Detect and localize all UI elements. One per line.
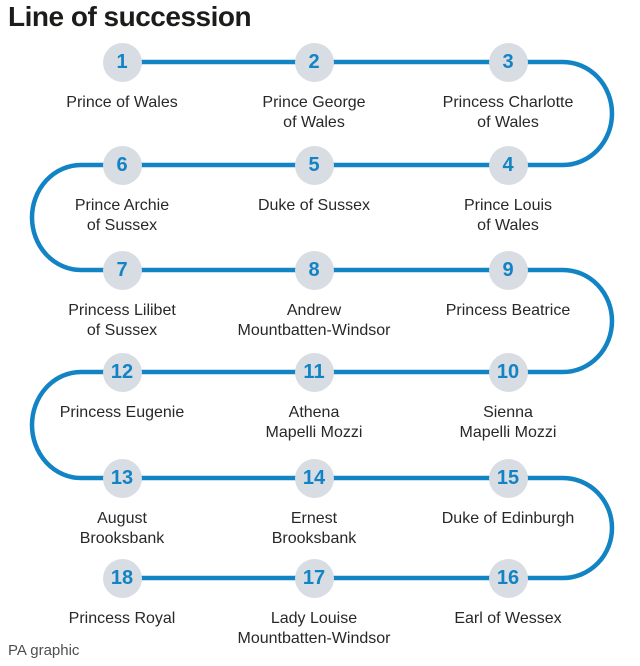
succession-node-circle: 6 [102,145,142,185]
succession-node-name: Princess Royal [68,610,176,627]
succession-node-name: Princess Beatrice [445,302,571,319]
succession-node-circle: 1 [102,42,142,82]
source-credit: PA graphic [8,642,80,659]
succession-node-name: Duke of Edinburgh [441,510,575,527]
succession-node-circle: 15 [488,458,528,498]
succession-node-circle: 16 [488,558,528,598]
succession-node-circle: 10 [488,352,528,392]
succession-node-circle: 7 [102,250,142,290]
succession-node-circle: 8 [294,250,334,290]
succession-node-circle: 11 [294,352,334,392]
succession-node-circle: 13 [102,458,142,498]
succession-node-circle: 2 [294,42,334,82]
succession-node-name: Prince of Wales [66,94,178,111]
succession-node-name: Earl of Wessex [454,610,562,627]
succession-node-circle: 18 [102,558,142,598]
succession-node-circle: 14 [294,458,334,498]
page-title: Line of succession [8,1,252,32]
succession-node-circle: 4 [488,145,528,185]
succession-node-circle: 3 [488,42,528,82]
succession-node-circle: 9 [488,250,528,290]
succession-node-circle: 12 [102,352,142,392]
succession-node-name: Princess Eugenie [59,404,185,421]
succession-node-name: Duke of Sussex [257,197,371,214]
succession-node-circle: 5 [294,145,334,185]
succession-node-circle: 17 [294,558,334,598]
snake-path [29,59,615,581]
